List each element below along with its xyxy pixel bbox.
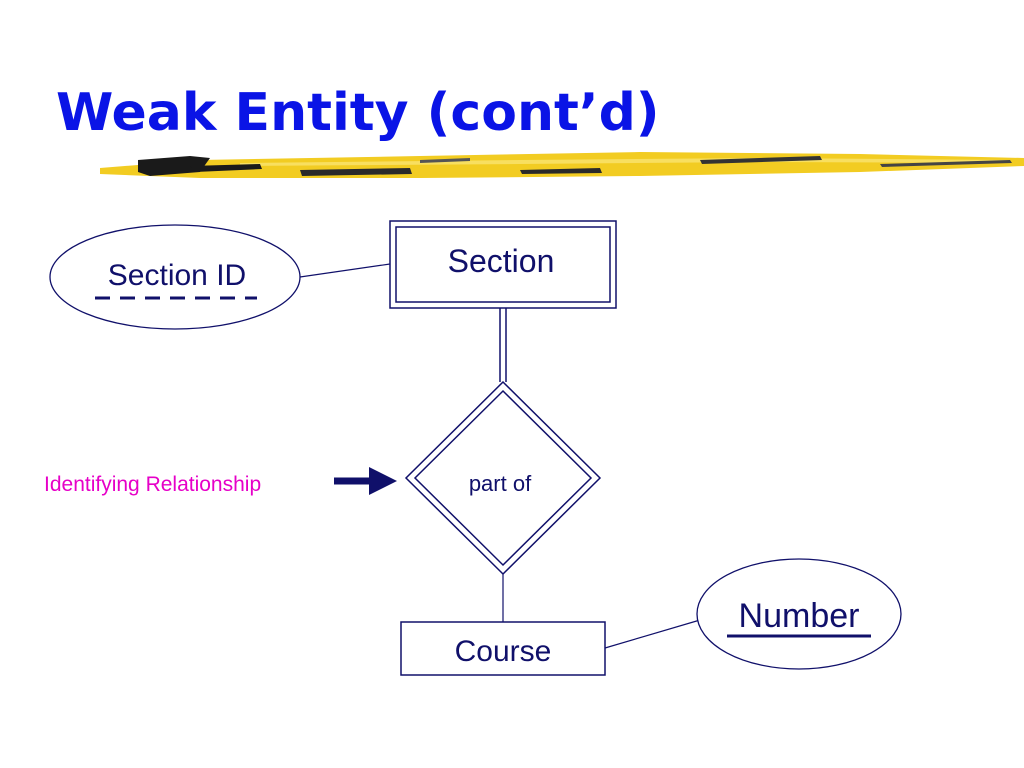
owner-entity-label: Course (455, 635, 552, 668)
total-participation-line (499, 308, 507, 382)
attribute-connector-section-id (299, 263, 391, 278)
relationship-label: part of (469, 471, 532, 496)
partial-key-label: Section ID (108, 259, 246, 292)
identifying-relationship-part-of[interactable]: part of (404, 380, 602, 576)
attribute-connector-number (604, 619, 701, 649)
owner-entity-course[interactable]: Course (400, 621, 606, 676)
weak-entity-label: Section (448, 243, 555, 279)
title-underline-brush (100, 152, 1024, 178)
slide-title: Weak Entity (cont’d) (56, 83, 660, 143)
identifying-relationship-callout: Identifying Relationship (44, 473, 261, 496)
partial-key-attribute-section-id[interactable]: Section ID (49, 224, 301, 330)
weak-entity-section[interactable]: Section (389, 220, 617, 309)
key-attribute-number[interactable]: Number (696, 558, 902, 670)
key-attribute-label: Number (739, 597, 860, 635)
